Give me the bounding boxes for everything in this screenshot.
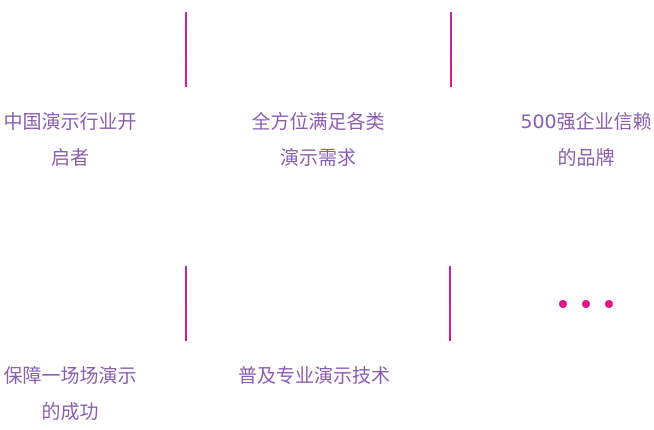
ellipsis-icon: [559, 299, 613, 309]
ellipsis-dot: [605, 300, 613, 308]
feature-popularize-skills: 普及专业演示技术: [237, 365, 390, 387]
feature-full-coverage: 全方位满足各类 演示需求: [251, 111, 385, 169]
ellipsis-dot: [582, 300, 590, 308]
divider-row2-left: [185, 266, 187, 341]
ellipsis-dot: [559, 300, 567, 308]
feature-presentation-success: 保障一场场演示 的成功: [3, 365, 137, 423]
divider-row1-left: [185, 12, 187, 87]
divider-row1-right: [450, 12, 452, 87]
feature-top500-trusted: 500强企业信赖 的品牌: [520, 111, 652, 169]
divider-row2-right: [449, 266, 451, 341]
feature-industry-pioneer: 中国演示行业开 启者: [3, 111, 137, 169]
